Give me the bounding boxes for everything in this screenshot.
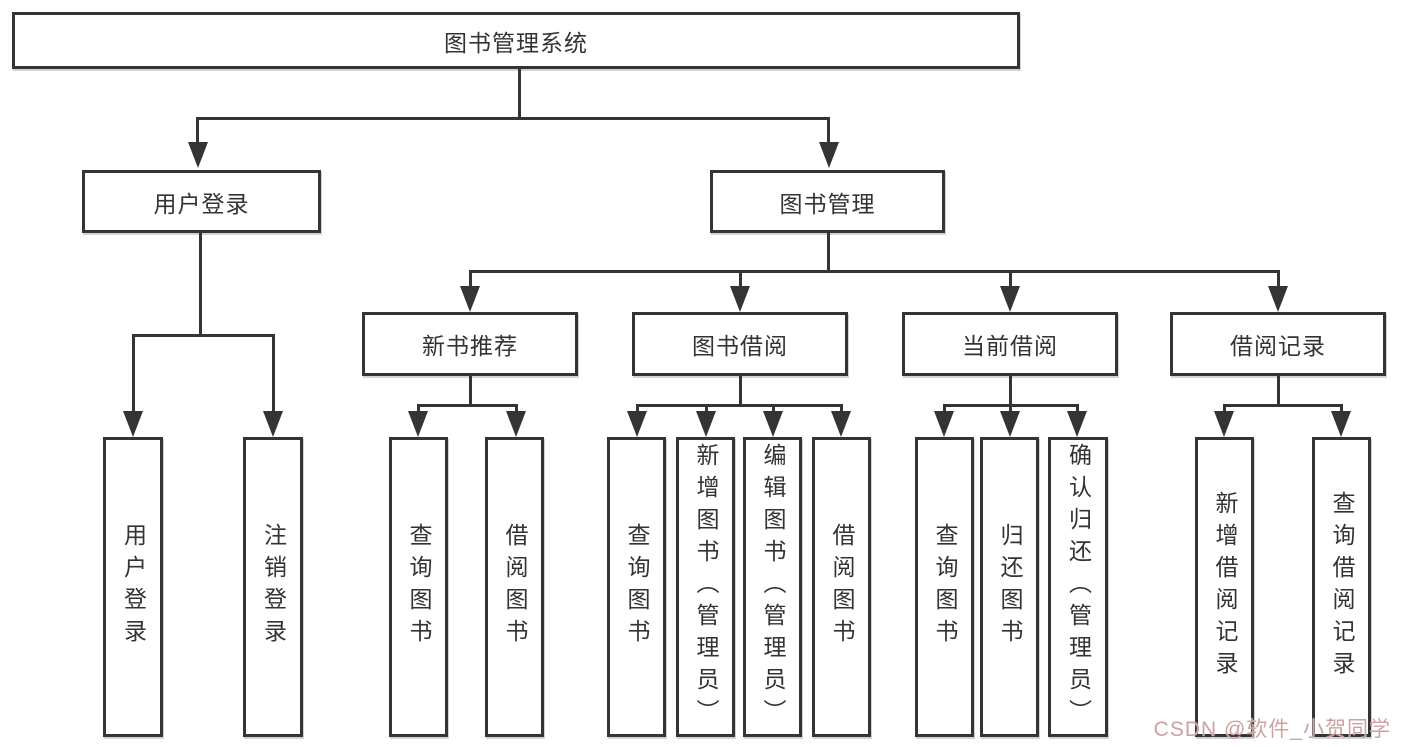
leaf-borrow-books-1: 借阅图书 — [485, 437, 544, 737]
connector-line — [827, 117, 830, 144]
arrow-down-icon — [1268, 286, 1288, 312]
leaf-add-books-admin: 新增图书（管理员） — [676, 437, 735, 737]
node-label: 注销登录 — [260, 523, 287, 651]
connector-line — [1009, 270, 1012, 288]
leaf-query-borrow-record: 查询借阅记录 — [1312, 437, 1371, 737]
connector-line — [132, 334, 275, 337]
leaf-edit-books-admin: 编辑图书（管理员） — [743, 437, 802, 737]
leaf-return-books: 归还图书 — [980, 437, 1039, 737]
arrow-down-icon — [819, 142, 839, 168]
node-label: 借阅记录 — [1230, 333, 1326, 359]
connector-line — [1223, 404, 1343, 407]
arrow-down-icon — [1214, 411, 1234, 437]
connector-line — [132, 334, 135, 413]
node-label: 用户登录 — [120, 523, 147, 651]
connector-line — [196, 117, 830, 120]
node-book-management: 图书管理 — [710, 170, 945, 233]
connector-line — [469, 270, 472, 288]
node-label: 查询图书 — [624, 523, 650, 651]
node-label: 编辑图书（管理员） — [760, 443, 786, 731]
connector-line — [1009, 376, 1012, 407]
connector-line — [272, 334, 275, 413]
node-label: 用户登录 — [153, 190, 250, 217]
arrow-down-icon — [263, 411, 283, 437]
connector-line — [417, 404, 420, 414]
connector-line — [739, 270, 742, 288]
node-book-borrow: 图书借阅 — [632, 312, 848, 376]
arrow-down-icon — [730, 286, 750, 312]
connector-line — [827, 233, 830, 273]
node-current-borrow: 当前借阅 — [902, 312, 1118, 376]
connector-line — [196, 117, 199, 144]
connector-line — [199, 233, 202, 337]
node-label: 新增图书（管理员） — [693, 443, 719, 731]
arrow-down-icon — [188, 142, 208, 168]
connector-line — [1009, 404, 1012, 414]
leaf-add-borrow-record: 新增借阅记录 — [1195, 437, 1254, 737]
node-label: 图书管理系统 — [444, 29, 588, 56]
node-label: 查询图书 — [932, 523, 958, 651]
connector-line — [469, 270, 1280, 273]
connector-line — [1076, 404, 1079, 414]
arrow-down-icon — [1067, 411, 1087, 437]
connector-line — [1277, 270, 1280, 288]
arrow-down-icon — [460, 286, 480, 312]
connector-line — [705, 404, 708, 414]
node-label: 图书借阅 — [692, 333, 788, 359]
arrow-down-icon — [1000, 286, 1020, 312]
node-label: 当前借阅 — [962, 333, 1058, 359]
connector-line — [943, 404, 946, 414]
connector-line — [1277, 376, 1280, 407]
connector-line — [772, 404, 775, 414]
node-label: 查询图书 — [406, 523, 432, 651]
connector-line — [840, 404, 843, 414]
leaf-query-books-3: 查询图书 — [915, 437, 974, 737]
arrow-down-icon — [123, 411, 143, 437]
node-root: 图书管理系统 — [12, 12, 1020, 69]
node-label: 新书推荐 — [422, 333, 518, 359]
connector-line — [469, 376, 472, 407]
arrow-down-icon — [627, 411, 647, 437]
connector-line — [1223, 404, 1226, 414]
arrow-down-icon — [763, 411, 783, 437]
node-borrow-records: 借阅记录 — [1170, 312, 1386, 376]
node-label: 查询借阅记录 — [1329, 491, 1355, 683]
arrow-down-icon — [1000, 411, 1020, 437]
connector-line — [636, 404, 843, 407]
arrow-down-icon — [506, 411, 526, 437]
node-label: 借阅图书 — [829, 523, 855, 651]
arrow-down-icon — [831, 411, 851, 437]
arrow-down-icon — [696, 411, 716, 437]
connector-line — [417, 404, 518, 407]
node-label: 归还图书 — [997, 523, 1023, 651]
leaf-query-books-1: 查询图书 — [389, 437, 448, 737]
connector-line — [515, 404, 518, 414]
csdn-watermark: CSDN @软件_小贺同学 — [1153, 718, 1391, 741]
leaf-confirm-return-admin: 确认归还（管理员） — [1048, 437, 1108, 737]
node-user-login: 用户登录 — [82, 170, 321, 233]
leaf-query-books-2: 查询图书 — [607, 437, 666, 737]
node-new-book-recommend: 新书推荐 — [362, 312, 578, 376]
leaf-logout: 注销登录 — [243, 437, 303, 737]
node-label: 图书管理 — [779, 190, 876, 217]
arrow-down-icon — [408, 411, 428, 437]
leaf-user-login: 用户登录 — [103, 437, 163, 737]
connector-line — [739, 376, 742, 407]
arrow-down-icon — [1331, 411, 1351, 437]
arrow-down-icon — [934, 411, 954, 437]
node-label: 借阅图书 — [502, 523, 528, 651]
connector-line — [518, 68, 521, 120]
leaf-borrow-books-2: 借阅图书 — [812, 437, 871, 737]
node-label: 新增借阅记录 — [1212, 491, 1238, 683]
node-label: 确认归还（管理员） — [1065, 443, 1092, 731]
connector-line — [636, 404, 639, 414]
connector-line — [1340, 404, 1343, 414]
